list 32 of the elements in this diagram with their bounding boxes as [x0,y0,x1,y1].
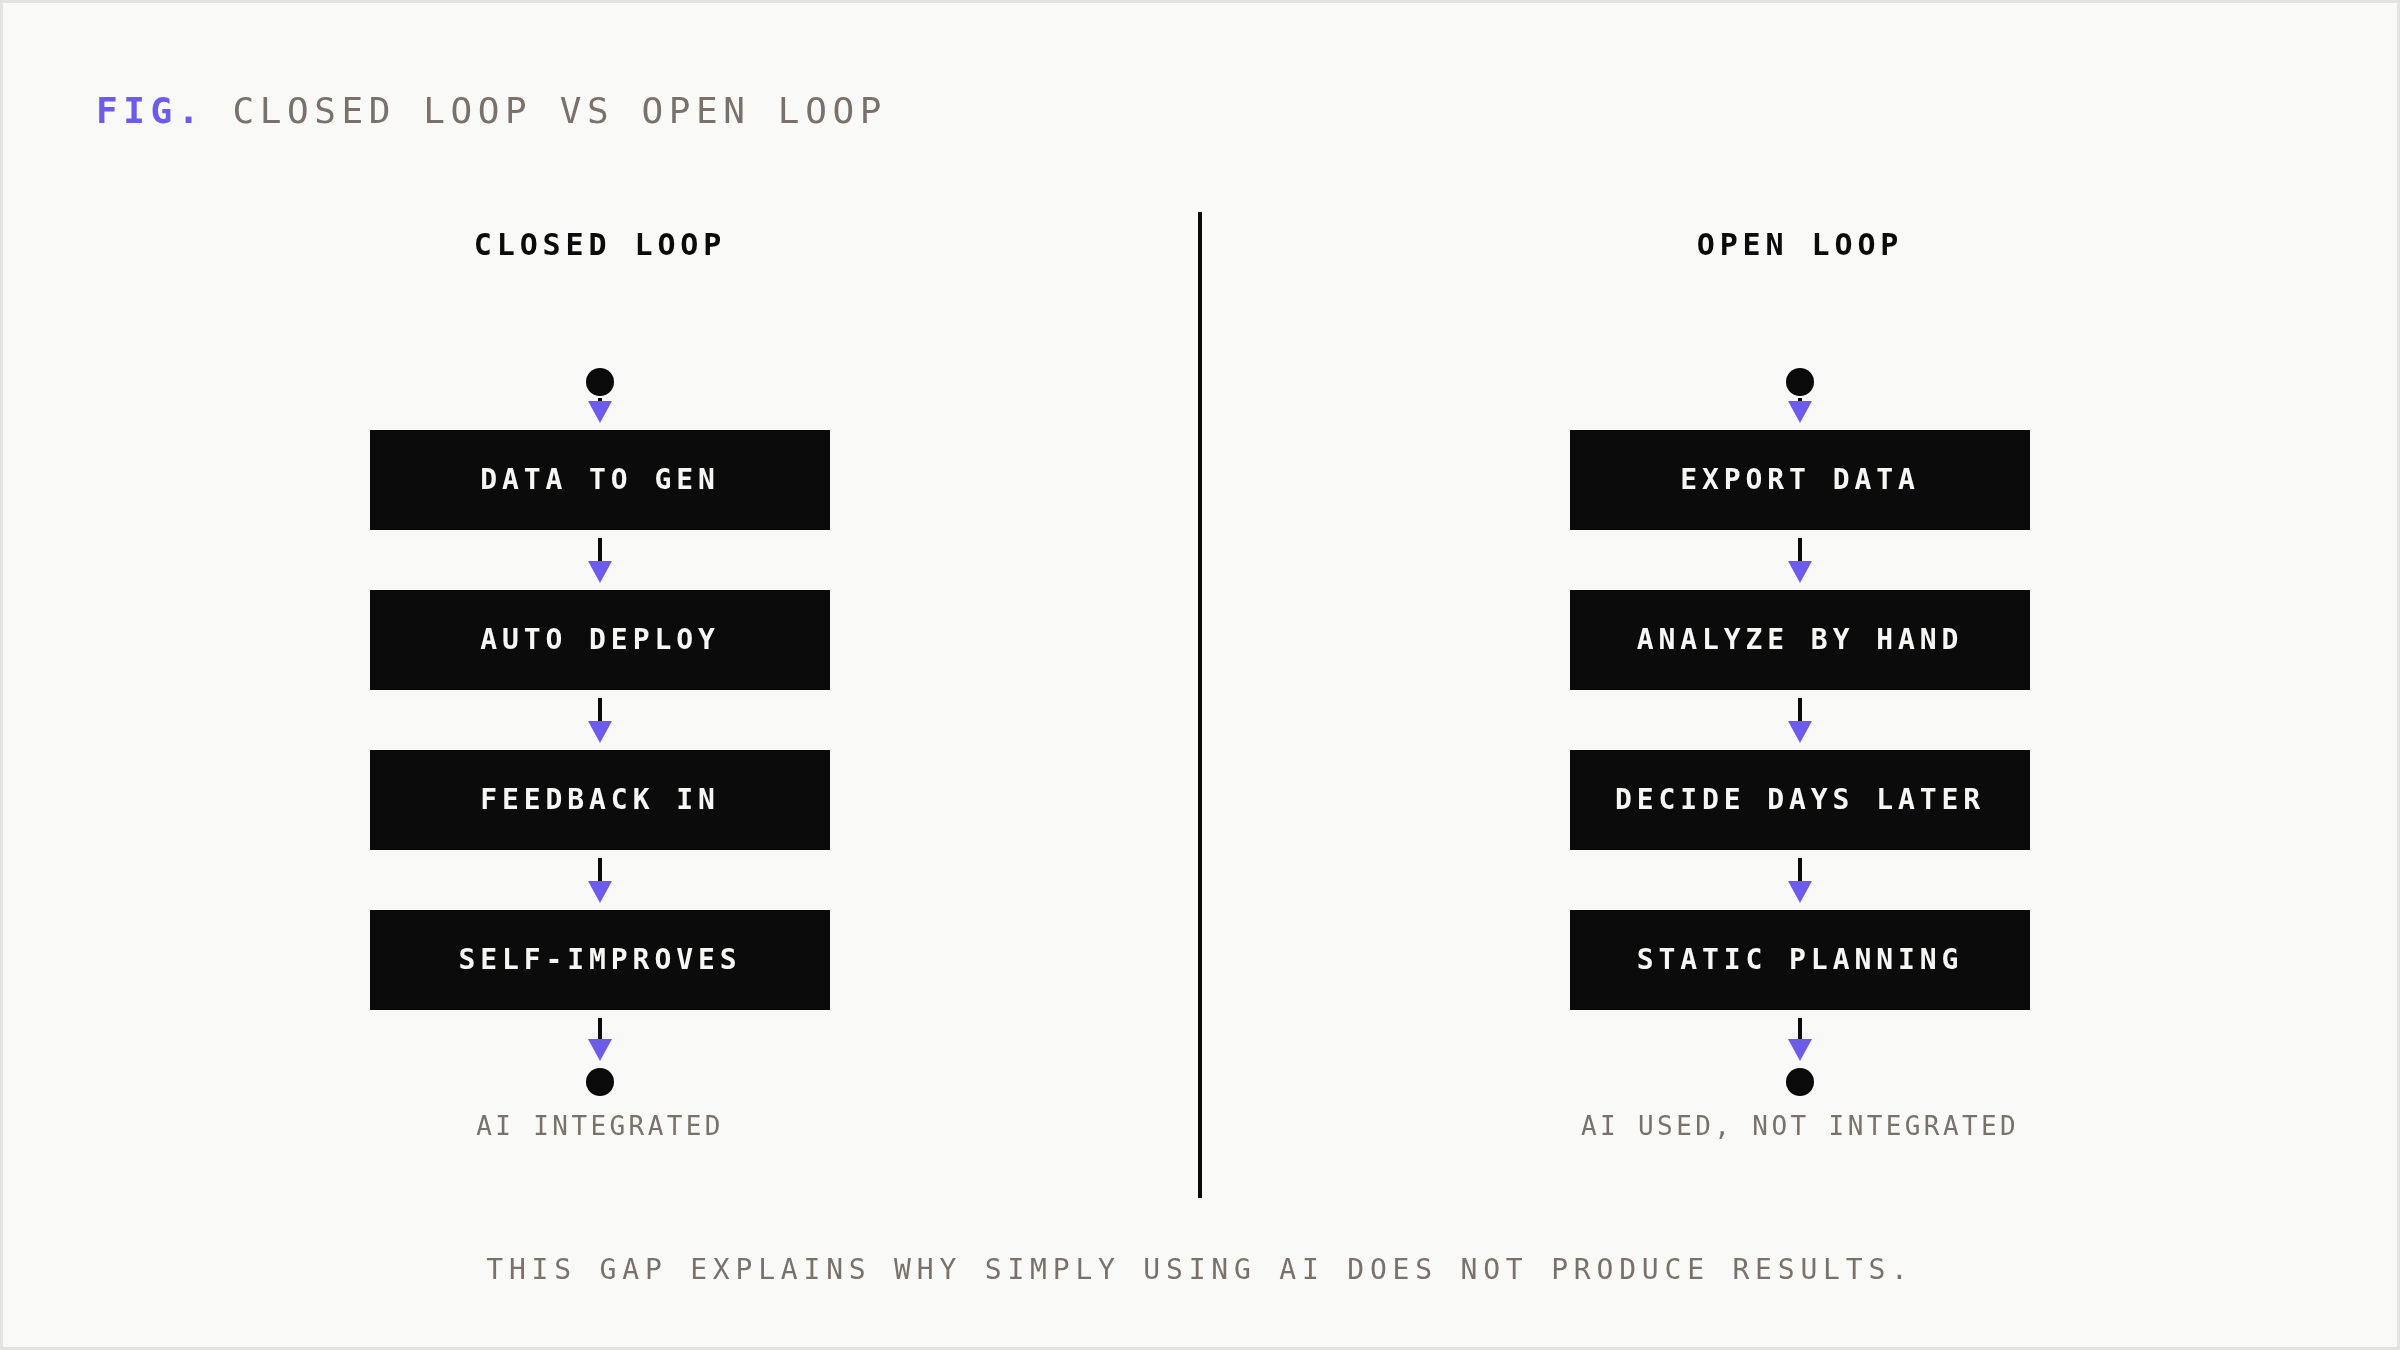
step-label: AUTO DEPLOY [480,623,720,657]
arrow [588,538,612,583]
process-box [1570,430,2030,530]
arrow [1788,398,1812,423]
step-label: ANALYZE BY HAND [1636,623,1964,657]
step-label: SELF-IMPROVES [458,943,742,977]
arrow [1788,698,1812,743]
column-heading: OPEN LOOP [1696,227,1904,263]
arrow [1788,1018,1812,1061]
footer-caption: THIS GAP EXPLAINS WHY SIMPLY USING AI DOES NOT PRODUCE RESULTS. [486,1253,1914,1287]
outcome-label: AI INTEGRATED [476,1111,724,1143]
outcome-label: AI USED, NOT INTEGRATED [1580,1111,2020,1143]
arrow [588,398,612,423]
column-heading: CLOSED LOOP [473,227,727,263]
figure-title: FIG. CLOSED LOOP VS OPEN LOOP [96,89,887,133]
step-label: EXPORT DATA [1680,463,1920,497]
process-box [1570,910,2030,1010]
arrow [1788,538,1812,583]
process-box [370,910,830,1010]
step-label: DATA TO GEN [480,463,720,497]
process-box [370,750,830,850]
step-label: STATIC PLANNING [1636,943,1964,977]
process-box [370,590,830,690]
arrow [588,858,612,903]
process-box [1570,750,2030,850]
step-label: DECIDE DAYS LATER [1615,783,1985,817]
process-box [370,430,830,530]
arrow [588,698,612,743]
arrow [1788,858,1812,903]
step-label: FEEDBACK IN [480,783,720,817]
process-box [1570,590,2030,690]
arrow [588,1018,612,1061]
